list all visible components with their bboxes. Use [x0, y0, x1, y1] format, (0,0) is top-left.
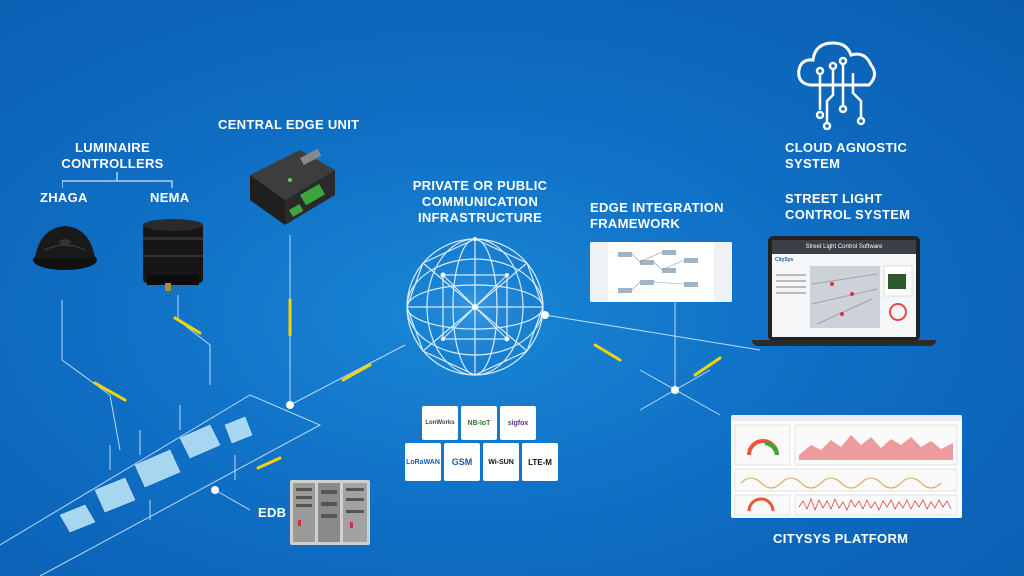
node-glow — [671, 386, 679, 394]
street-box — [179, 424, 221, 459]
cloud-icon — [797, 41, 876, 130]
street-box — [224, 416, 253, 444]
zhaga-controller-image — [33, 226, 97, 270]
link-segment — [341, 363, 372, 382]
comm-infra-label: PRIVATE OR PUBLIC COMMUNICATION INFRASTR… — [412, 178, 548, 225]
link-segment — [93, 381, 127, 402]
node-glow — [286, 401, 294, 409]
central-edge-unit-label: CENTRAL EDGE UNIT — [218, 117, 360, 132]
street-box — [94, 477, 136, 513]
street-light-label: STREET LIGHT CONTROL SYSTEM — [785, 191, 911, 222]
link-segment — [593, 343, 622, 362]
luminaire-controllers-label: LUMINAIRE CONTROLLERS — [61, 140, 164, 171]
nema-controller-image — [143, 219, 203, 291]
node-glow — [211, 486, 219, 494]
protocol-gsm: GSM — [444, 443, 480, 481]
laptop-brand: CitySys — [775, 257, 794, 263]
network-sphere — [405, 237, 545, 377]
central-edge-unit-image — [250, 148, 335, 225]
link-segment — [693, 356, 722, 377]
protocol-ltem: LTE-M — [522, 443, 558, 481]
laptop-title: Street Light Control Software — [772, 240, 916, 254]
citysys-platform-label: CITYSYS PLATFORM — [773, 531, 909, 546]
street-box — [59, 504, 96, 533]
citysys-dashboard-screenshot — [731, 415, 962, 518]
laptop-screen: Street Light Control Software CitySys — [768, 236, 920, 341]
zhaga-label: ZHAGA — [40, 190, 88, 205]
edb-cabinet-image — [290, 480, 370, 545]
protocol-wisun: Wi-SUN — [483, 443, 519, 481]
label-bracket — [62, 172, 173, 188]
edb-label: EDB — [258, 505, 287, 520]
protocol-nbiot: NB-IoT — [461, 406, 497, 440]
cloud-agnostic-label: CLOUD AGNOSTIC SYSTEM — [785, 140, 908, 171]
protocol-lorawan: LoRaWAN — [405, 443, 441, 481]
link-segment — [173, 316, 202, 335]
edge-integration-label: EDGE INTEGRATION FRAMEWORK — [590, 200, 724, 231]
protocol-sigfox: sigfox — [500, 406, 536, 440]
edge-framework-screenshot — [590, 242, 732, 302]
nema-label: NEMA — [150, 190, 190, 205]
laptop-base — [752, 340, 936, 346]
protocol-lonworks: LonWorks — [422, 406, 458, 440]
street-box — [134, 449, 181, 488]
link-segment — [256, 456, 282, 470]
